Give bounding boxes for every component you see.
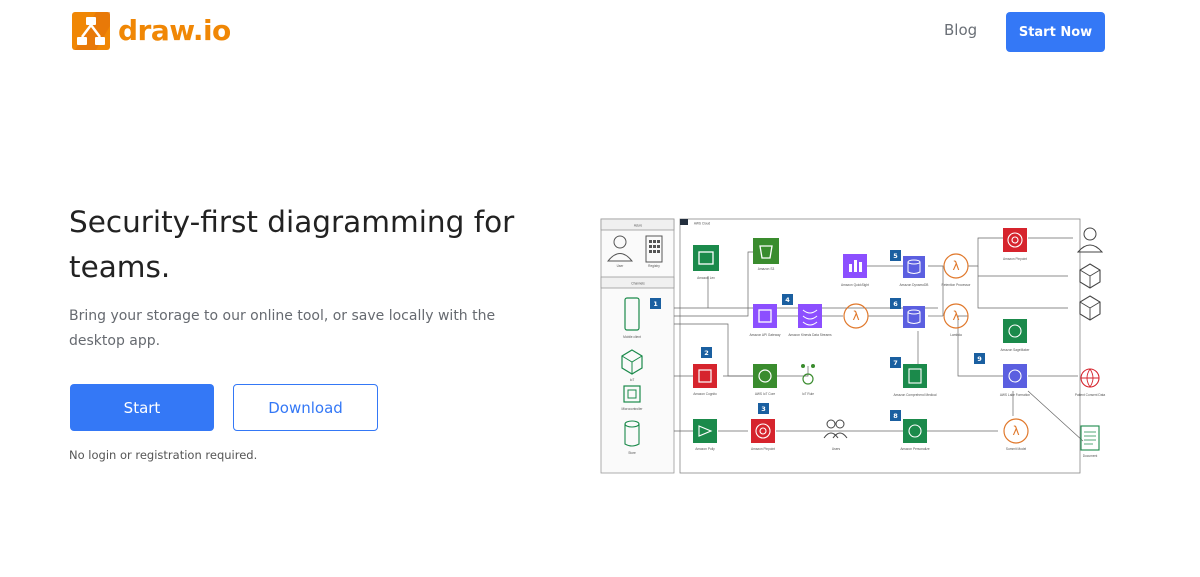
amazon-s3-icon [753,238,779,264]
polly-icon [693,419,717,443]
cognito-icon [693,364,717,388]
drawio-logo[interactable]: draw.io [72,12,231,50]
site-header: draw.io Blog Start Now [0,0,1200,64]
iot-cube-icon [621,349,643,375]
svg-text:Amazon API Gateway: Amazon API Gateway [749,333,780,337]
svg-text:AWS Lake Formation: AWS Lake Formation [1000,393,1030,397]
channels-label: Channels [631,282,645,286]
api-gateway-icon [753,304,777,328]
cube-icon [1079,263,1101,289]
svg-text:IoT Rule: IoT Rule [802,392,814,396]
logo-text: draw.io [118,14,231,47]
svg-text:3: 3 [761,405,766,413]
left-node-label: Store [628,451,636,455]
document-icon [1080,425,1100,451]
nav-blog-link[interactable]: Blog [944,21,978,39]
lambda-icon-3: λ [943,303,969,329]
dynamodb-icon [903,256,925,278]
start-button[interactable]: Start [70,384,214,431]
left-node-label: Microcontroller [622,407,644,411]
svg-text:Document: Document [1083,454,1098,458]
architecture-diagram: Azure Channels User Registry Mobile clie… [600,218,1106,474]
svg-text:Lambda: Lambda [950,333,962,337]
left-node-label: IoT [630,378,635,382]
step-badges: 1 2 3 4 5 6 7 8 9 [650,250,985,421]
svg-text:λ: λ [952,309,959,323]
left-node-label: User [617,264,625,268]
aws-nodes: Amazon Lex Amazon S3 Amazon API Gateway … [693,228,1030,451]
svg-text:2: 2 [704,349,709,357]
svg-text:Users: Users [832,447,841,451]
azure-label: Azure [634,224,643,228]
personalize-icon [903,419,927,443]
svg-text:λ: λ [852,309,859,323]
svg-text:Amazon Polly: Amazon Polly [695,447,715,451]
hero-title: Security-first diagramming for teams. [69,205,515,284]
svg-text:Patient Consent Data: Patient Consent Data [1075,393,1106,397]
dynamodb-icon-2 [903,306,925,328]
svg-text:Amazon Pinpoint: Amazon Pinpoint [1003,257,1027,261]
svg-text:Amazon S3: Amazon S3 [758,267,775,271]
aws-cloud-label: AWS Cloud [694,222,711,226]
svg-text:Amazon Lex: Amazon Lex [697,276,715,280]
svg-text:λ: λ [952,259,959,273]
iot-core-icon [753,364,777,388]
start-now-button[interactable]: Start Now [1006,12,1105,52]
svg-text:Summit Model: Summit Model [1006,447,1027,451]
connector-lines [674,237,1084,442]
right-outputs: Patient Consent Data Document [1075,227,1106,458]
svg-text:6: 6 [893,300,898,308]
svg-text:5: 5 [893,252,898,260]
no-login-note: No login or registration required. [69,448,258,462]
svg-text:Amazon Cognito: Amazon Cognito [693,392,717,396]
pinpoint-icon-2 [1003,228,1027,252]
user-icon-right [1076,227,1104,253]
database-icon [624,420,640,447]
users-icon [823,419,848,439]
pinpoint-icon [751,419,775,443]
lake-formation-icon [1003,364,1027,388]
svg-text:1: 1 [653,300,658,308]
svg-text:λ: λ [1012,424,1019,438]
lambda-icon-2: λ [943,253,969,279]
download-button[interactable]: Download [233,384,378,431]
svg-text:Amazon Comprehend Medical: Amazon Comprehend Medical [894,393,937,397]
lambda-icon: λ [843,303,869,329]
chip-icon [623,385,641,403]
left-node-label: Mobile client [623,335,641,339]
registry-icon [645,235,663,263]
svg-text:4: 4 [785,296,790,304]
svg-text:7: 7 [893,359,898,367]
quicksight-icon [843,254,867,278]
amazon-lex-icon [693,245,719,271]
iot-rule-icon [801,364,815,385]
sagemaker-icon [1003,319,1027,343]
aws-cloud-boundary [679,218,1081,474]
user-icon [606,235,634,262]
svg-text:8: 8 [893,412,898,420]
svg-text:Retention Processor: Retention Processor [942,283,972,287]
drawio-logo-icon [72,12,110,50]
cube-icon-2 [1079,295,1101,321]
svg-text:Amazon Personalize: Amazon Personalize [900,447,929,451]
mobile-icon [624,297,640,331]
svg-text:Amazon Kinesis Data Streams: Amazon Kinesis Data Streams [788,333,832,337]
left-node-label: Registry [648,264,660,268]
globe-icon [1080,368,1100,388]
comprehend-icon [903,364,927,388]
kinesis-icon [798,304,822,328]
svg-text:Amazon Pinpoint: Amazon Pinpoint [751,447,775,451]
svg-text:Amazon SageMaker: Amazon SageMaker [1001,348,1031,352]
hero-subtitle: Bring your storage to our online tool, o… [69,308,496,349]
svg-text:Amazon DynamoDB: Amazon DynamoDB [900,283,929,287]
lambda-icon-4: λ [1003,418,1029,444]
svg-text:9: 9 [977,355,982,363]
svg-text:AWS IoT Core: AWS IoT Core [755,392,776,396]
svg-text:Amazon QuickSight: Amazon QuickSight [841,283,869,287]
